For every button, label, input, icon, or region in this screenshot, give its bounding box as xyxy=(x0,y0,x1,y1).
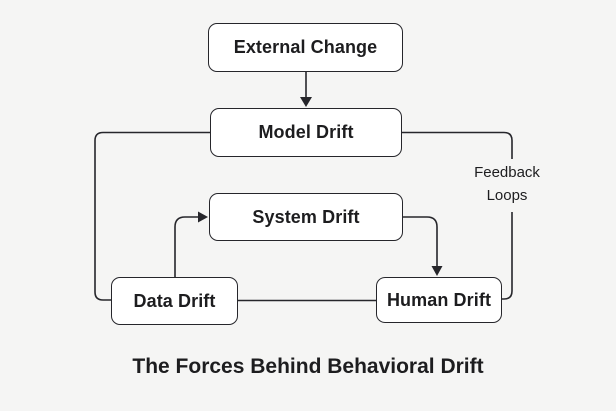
node-system-drift: System Drift xyxy=(209,193,403,241)
node-external-change: External Change xyxy=(208,23,403,72)
diagram-title: The Forces Behind Behavioral Drift xyxy=(132,355,484,378)
edge-model-to-human-right-loop-lower xyxy=(501,212,513,300)
edge-model-to-data-left-loop xyxy=(94,131,210,301)
arrowhead-external-to-model xyxy=(300,97,312,107)
edge-data-to-system xyxy=(174,216,198,277)
arrowhead-data-to-system xyxy=(198,211,208,223)
edge-model-to-human-right-loop-upper xyxy=(402,131,513,159)
arrowhead-system-to-human xyxy=(431,266,443,276)
node-model-drift: Model Drift xyxy=(210,108,402,157)
edge-system-to-human xyxy=(403,216,438,266)
node-human-drift: Human Drift xyxy=(376,277,502,323)
feedback-loops-label: Feedback Loops xyxy=(474,164,540,204)
node-data-drift: Data Drift xyxy=(111,277,238,325)
